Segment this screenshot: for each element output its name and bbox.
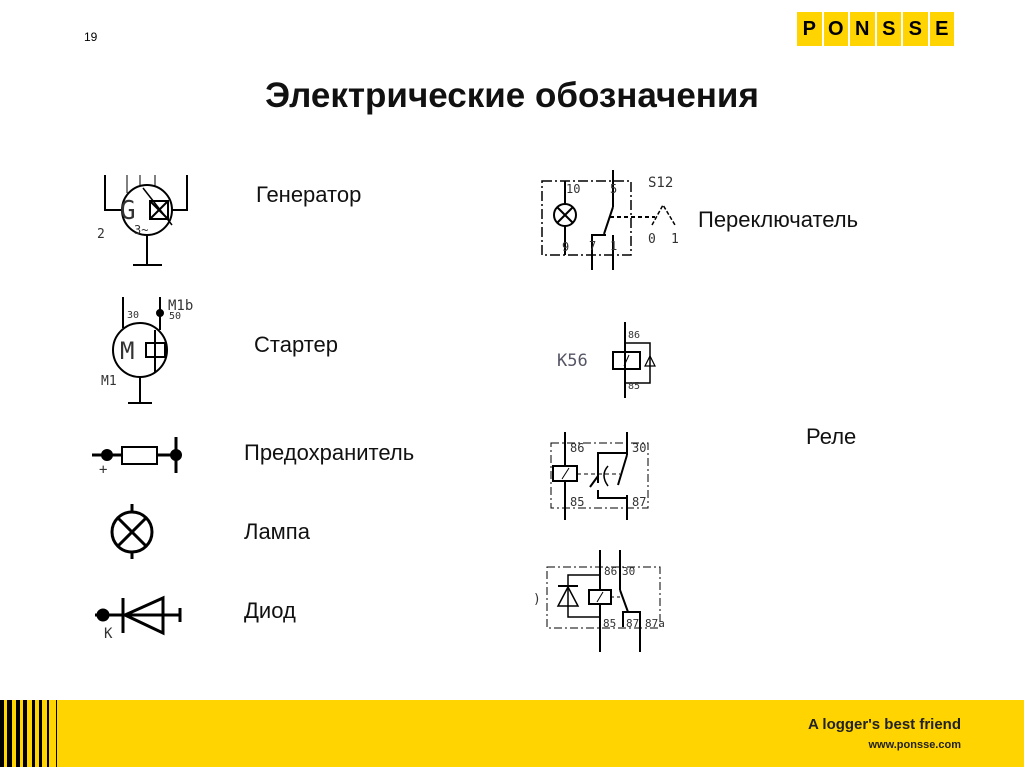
starter-symbol: M 30 50 M1b M1 bbox=[101, 297, 193, 404]
switch-terminal-7: 7 bbox=[589, 239, 596, 253]
symbols-canvas: G 2 3~ M 30 50 M1b M1 + K bbox=[92, 170, 679, 652]
switch-terminal-9: 9 bbox=[562, 240, 569, 254]
generator-ac: 3~ bbox=[134, 223, 148, 237]
relay-b-87a: 87a bbox=[645, 617, 665, 630]
switch-pos-0: 0 bbox=[648, 232, 656, 247]
slide-title: Электрические обозначения bbox=[265, 76, 759, 115]
generator-letter: G bbox=[120, 196, 136, 226]
logo-letter: E bbox=[929, 12, 954, 46]
switch-id: S12 bbox=[648, 175, 673, 191]
diode-symbol: K bbox=[95, 595, 182, 642]
footer-bar: A logger's best friend www.ponsse.com bbox=[0, 700, 1024, 767]
relay-b-symbol: ) 86 30 85 87 87a bbox=[533, 550, 665, 652]
switch-terminal-1: 1 bbox=[610, 239, 617, 253]
logo-letter: P bbox=[797, 12, 822, 46]
stripe bbox=[23, 700, 27, 767]
generator-symbol: G 2 3~ bbox=[97, 175, 188, 266]
label-diode: Диод bbox=[244, 598, 296, 623]
starter-letter: M bbox=[120, 337, 134, 365]
switch-terminal-5: 5 bbox=[610, 182, 617, 196]
stripe bbox=[39, 700, 42, 767]
switch-symbol: 10 9 5 7 1 S12 0 1 bbox=[541, 170, 679, 270]
footer-tagline: A logger's best friend bbox=[807, 716, 961, 733]
label-relay: Реле bbox=[806, 424, 857, 449]
switch-pos-1: 1 bbox=[671, 232, 679, 247]
switch-terminal-10: 10 bbox=[566, 182, 580, 196]
relay-a-85: 85 bbox=[570, 495, 584, 509]
stripe bbox=[16, 700, 20, 767]
logo-letter: S bbox=[903, 12, 928, 46]
stripe bbox=[56, 700, 57, 767]
relay-b-85: 85 bbox=[603, 617, 616, 630]
relay-a-30: 30 bbox=[632, 441, 646, 455]
logo-letter: S bbox=[876, 12, 901, 46]
stripe bbox=[47, 700, 49, 767]
label-switch: Переключатель bbox=[698, 207, 859, 232]
lamp-symbol bbox=[110, 504, 154, 559]
logo-letter: N bbox=[850, 12, 875, 46]
relay-b-87: 87 bbox=[626, 617, 639, 630]
starter-terminal-30: 30 bbox=[127, 310, 139, 321]
stripe bbox=[32, 700, 35, 767]
svg-text:): ) bbox=[533, 592, 541, 607]
logo-letter: O bbox=[823, 12, 848, 46]
relay-a-87: 87 bbox=[632, 495, 646, 509]
relay-k56-86: 86 bbox=[628, 330, 640, 341]
relay-k56-85: 85 bbox=[628, 381, 640, 392]
generator-terminal: 2 bbox=[97, 227, 105, 242]
relay-a-symbol: 86 30 85 87 bbox=[550, 432, 649, 520]
slide-number: 19 bbox=[84, 30, 98, 44]
relay-b-86: 86 bbox=[604, 565, 617, 578]
fuse-symbol: + bbox=[92, 437, 182, 478]
label-generator: Генератор bbox=[256, 182, 362, 207]
relay-a-86: 86 bbox=[570, 441, 584, 455]
starter-id-b: M1b bbox=[168, 298, 193, 314]
footer-website: www.ponsse.com bbox=[868, 739, 961, 751]
starter-terminal-50: 50 bbox=[169, 311, 181, 322]
diode-k: K bbox=[104, 626, 113, 642]
ponsse-logo: P O N S S E bbox=[797, 12, 954, 46]
fuse-plus: + bbox=[99, 462, 107, 478]
starter-id: M1 bbox=[101, 374, 117, 389]
label-lamp: Лампа bbox=[244, 519, 310, 544]
stripe bbox=[0, 700, 4, 767]
stripe bbox=[7, 700, 12, 767]
label-fuse: Предохранитель bbox=[244, 440, 415, 465]
relay-k56-id: K56 bbox=[557, 351, 588, 371]
relay-k56-symbol: K56 86 85 bbox=[557, 322, 656, 398]
label-starter: Стартер bbox=[254, 332, 339, 357]
relay-b-30: 30 bbox=[622, 565, 635, 578]
